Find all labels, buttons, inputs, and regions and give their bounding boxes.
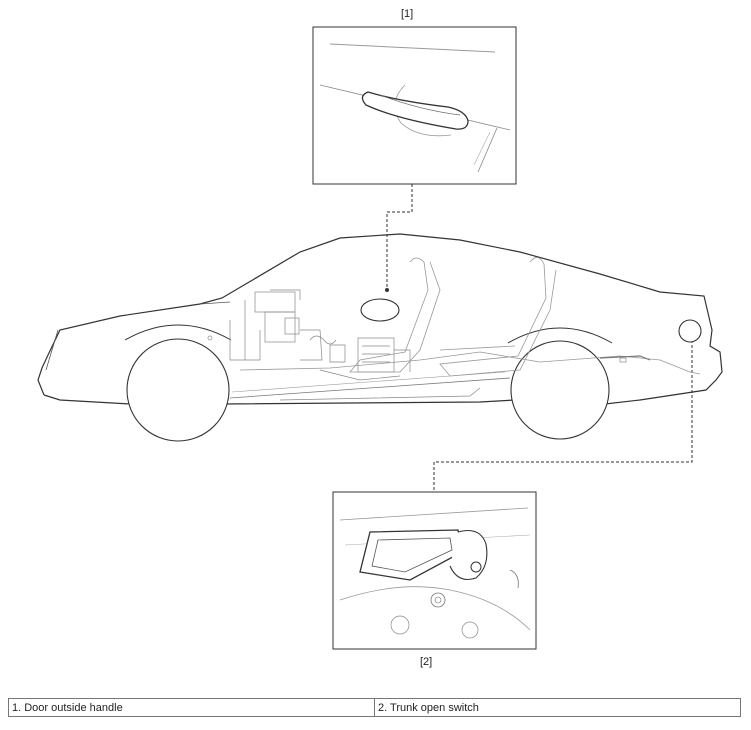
door-handle-shape	[361, 91, 469, 130]
table-row: 1. Door outside handle 2. Trunk open swi…	[8, 698, 741, 717]
trunk-switch-location	[678, 319, 702, 343]
callout-label-1: [1]	[401, 8, 414, 20]
front-wheel	[126, 338, 230, 442]
callout-label-2: [2]	[420, 656, 433, 668]
inset-trunk-switch	[332, 491, 537, 650]
rear-wheel	[510, 340, 610, 440]
vehicle-diagram	[37, 26, 723, 650]
legend-item-trunk-open-switch: 2. Trunk open switch	[374, 698, 741, 717]
leader-line-2	[433, 340, 693, 492]
door-handle-location	[360, 298, 400, 322]
car-outline	[37, 233, 723, 442]
legend-item-door-outside-handle: 1. Door outside handle	[8, 698, 375, 717]
inset-door-handle	[312, 26, 517, 185]
leader-line-1	[386, 184, 413, 290]
legend-table: 1. Door outside handle 2. Trunk open swi…	[8, 698, 741, 717]
